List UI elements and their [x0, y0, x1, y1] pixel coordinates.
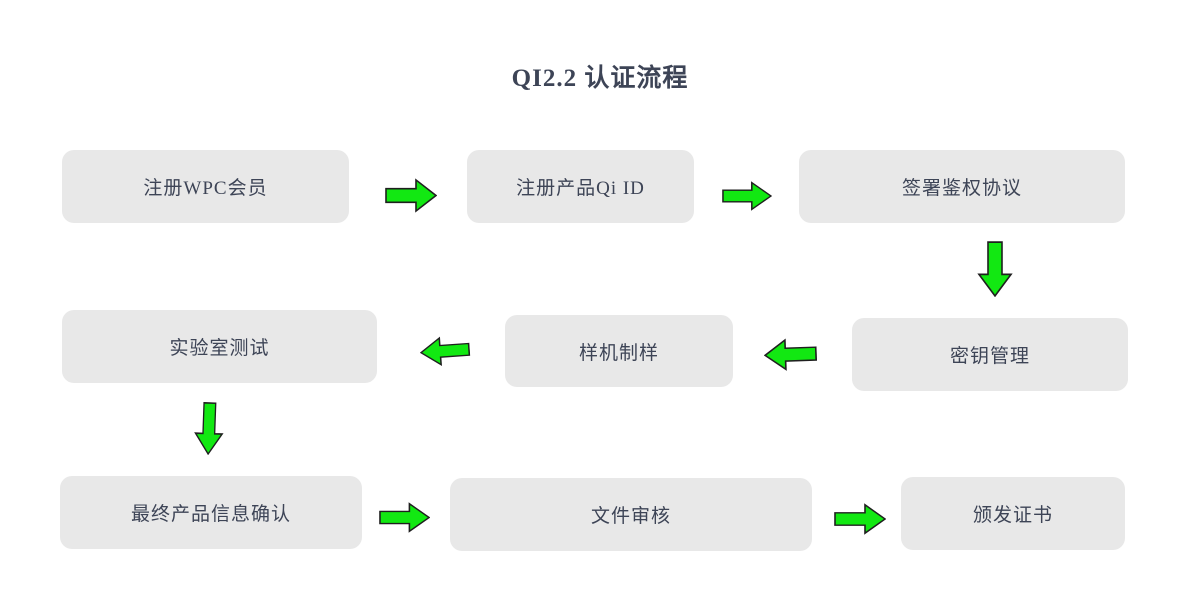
page-title: QI2.2 认证流程 — [511, 65, 689, 92]
flow-node-prototype-sampling: 样机制样 — [505, 315, 733, 387]
flow-node-laboratory-testing: 实验室测试 — [62, 310, 377, 383]
arrow-left-icon — [419, 336, 471, 366]
flow-node-register-wpc-member: 注册WPC会员 — [62, 150, 349, 223]
arrow-right-icon — [385, 178, 437, 213]
flow-node-register-product-qi-id: 注册产品Qi ID — [467, 150, 694, 223]
arrow-right-icon — [834, 503, 886, 535]
arrow-left-icon — [763, 338, 818, 371]
flow-node-document-review: 文件审核 — [450, 478, 812, 551]
arrow-down-icon — [194, 401, 224, 456]
arrow-right-icon — [722, 181, 772, 211]
flow-node-certificate-issuance: 颁发证书 — [901, 477, 1125, 550]
arrow-right-icon — [379, 502, 430, 533]
arrow-down-icon — [977, 241, 1013, 297]
flow-node-final-product-info-confirmation: 最终产品信息确认 — [60, 476, 362, 549]
flow-node-sign-authentication-agreement: 签署鉴权协议 — [799, 150, 1125, 223]
flow-node-key-management: 密钥管理 — [852, 318, 1128, 391]
